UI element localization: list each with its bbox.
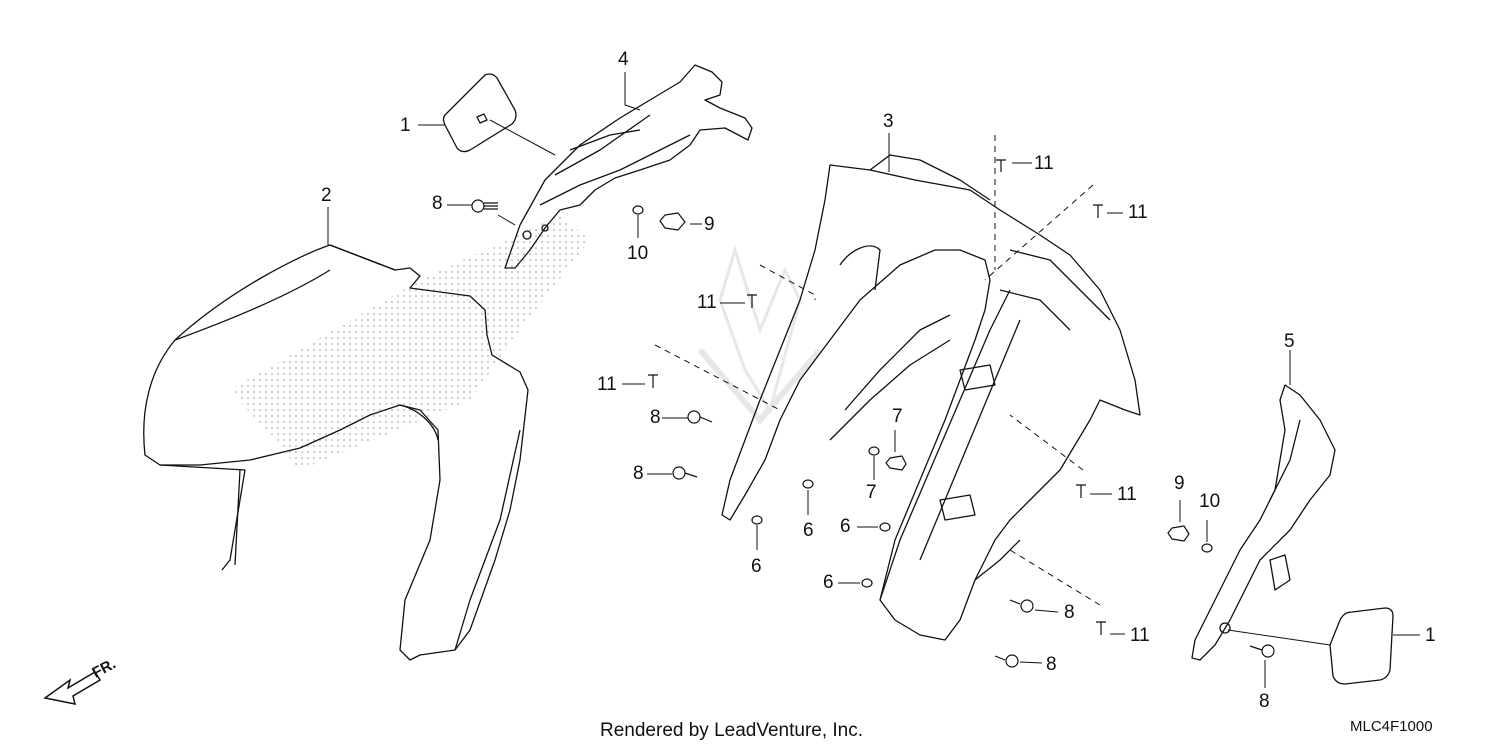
watermark [697,244,823,425]
screw-11b [1093,204,1103,218]
washer-6a [802,479,814,489]
bolt-8d [1009,599,1034,613]
washer-10b [1201,543,1213,553]
washer-7a [868,446,880,456]
part-reflector-right [1329,607,1394,685]
callout-11-b: 11 [1128,202,1148,223]
callout-4: 4 [618,49,629,70]
diagram-code: MLC4F1000 [1350,718,1433,735]
bolt-8e [994,654,1019,668]
washer-6c [879,522,891,532]
bolt-8c [672,466,698,480]
nut-7b [885,455,907,471]
callout-7-a: 7 [892,406,903,427]
washer-10a [632,205,644,215]
callout-11-c: 11 [697,292,717,313]
callout-9-b: 9 [1174,473,1185,494]
callout-8-b: 8 [650,407,661,428]
callout-6-d: 6 [823,572,834,593]
screw-11e [1076,484,1086,498]
callout-10-b: 10 [1199,491,1221,512]
part-right-cover [1191,384,1336,661]
callout-5: 5 [1284,331,1295,352]
fender-shading [230,215,590,470]
screw-11d [648,374,658,388]
footer-credit: Rendered by LeadVenture, Inc. [600,720,864,741]
callout-8-c: 8 [633,463,644,484]
nut-9b [1167,525,1190,542]
bolt-8f [1249,644,1275,658]
washer-6b [751,515,763,525]
callout-1-upper: 1 [400,115,411,136]
bolt-8b [687,410,713,424]
nut-9a [659,212,686,231]
callout-10-a: 10 [627,243,649,264]
part-left-cover [504,64,753,269]
part-reflector-left [442,73,517,153]
callout-9-a: 9 [704,214,715,235]
callout-8-f: 8 [1259,691,1270,712]
screw-11c [747,294,757,308]
callout-11-e: 11 [1117,484,1137,505]
fasteners [471,159,1275,668]
part-front-fender [143,244,529,661]
callout-11-d: 11 [597,374,617,395]
callout-3: 3 [883,111,894,132]
callout-8-d: 8 [1064,602,1075,623]
bolt-8a [471,199,498,213]
callout-7-b: 7 [866,482,877,503]
callout-2: 2 [321,185,332,206]
callout-6-b: 6 [751,556,762,577]
front-direction-arrow [43,670,102,705]
callout-6-a: 6 [803,520,814,541]
callout-8-a: 8 [432,193,443,214]
leader-lines [327,72,1420,688]
screw-11a [996,159,1006,172]
callout-1-lower: 1 [1425,625,1436,646]
callout-6-c: 6 [840,516,851,537]
callout-11-a: 11 [1034,153,1054,174]
washer-6d [861,578,873,588]
callout-11-f: 11 [1130,625,1150,646]
part-center-cover [721,154,1141,641]
callout-8-e: 8 [1046,654,1057,675]
screw-11f [1096,621,1106,635]
